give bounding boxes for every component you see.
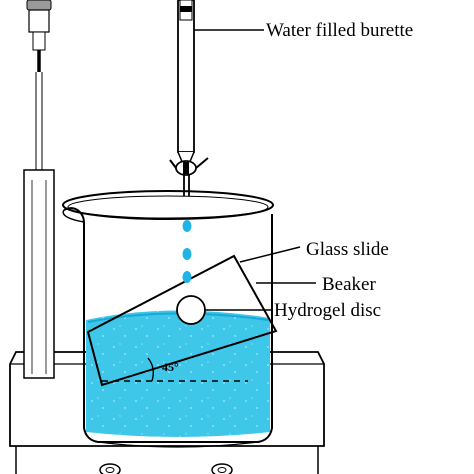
hydrogel-disc-label: Hydrogel disc [274, 300, 381, 321]
water-drop [182, 220, 192, 232]
beaker [62, 190, 274, 448]
stopcock [169, 157, 209, 176]
angle-label: 45° [162, 360, 179, 374]
water-drop [182, 248, 192, 260]
leader-lines [194, 29, 316, 311]
hydrogel-disc [176, 295, 206, 325]
hot-plate-knob-right [211, 463, 233, 474]
glass-slide-label: Glass slide [306, 239, 389, 260]
water-drop [182, 271, 192, 283]
beaker-label: Beaker [322, 274, 376, 295]
angle-marker: 45° [102, 357, 248, 382]
burette [169, 0, 209, 283]
thermometer-probe [23, 0, 55, 379]
burette-label: Water filled burette [266, 20, 413, 41]
hot-plate-knob-left [99, 463, 121, 474]
